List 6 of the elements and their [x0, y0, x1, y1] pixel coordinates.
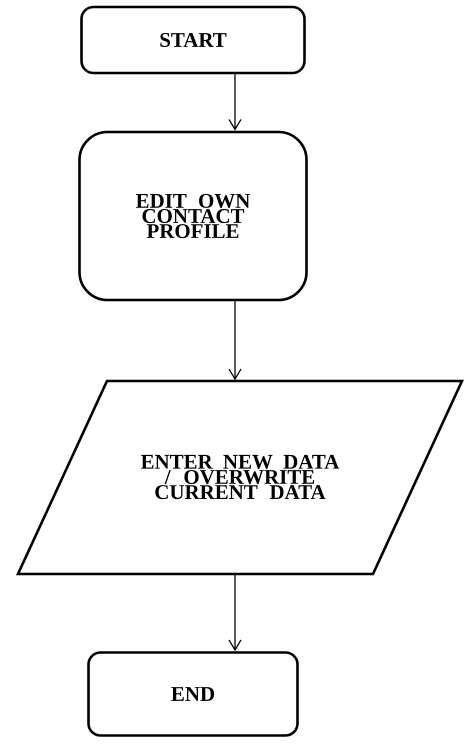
process-box: START	[80, 6, 306, 74]
process-box: EDIT OWN CONTACT PROFILE	[78, 130, 308, 302]
arrow	[228, 574, 242, 652]
arrow	[228, 74, 242, 131]
process-box: END	[87, 651, 299, 737]
arrow	[228, 301, 242, 380]
